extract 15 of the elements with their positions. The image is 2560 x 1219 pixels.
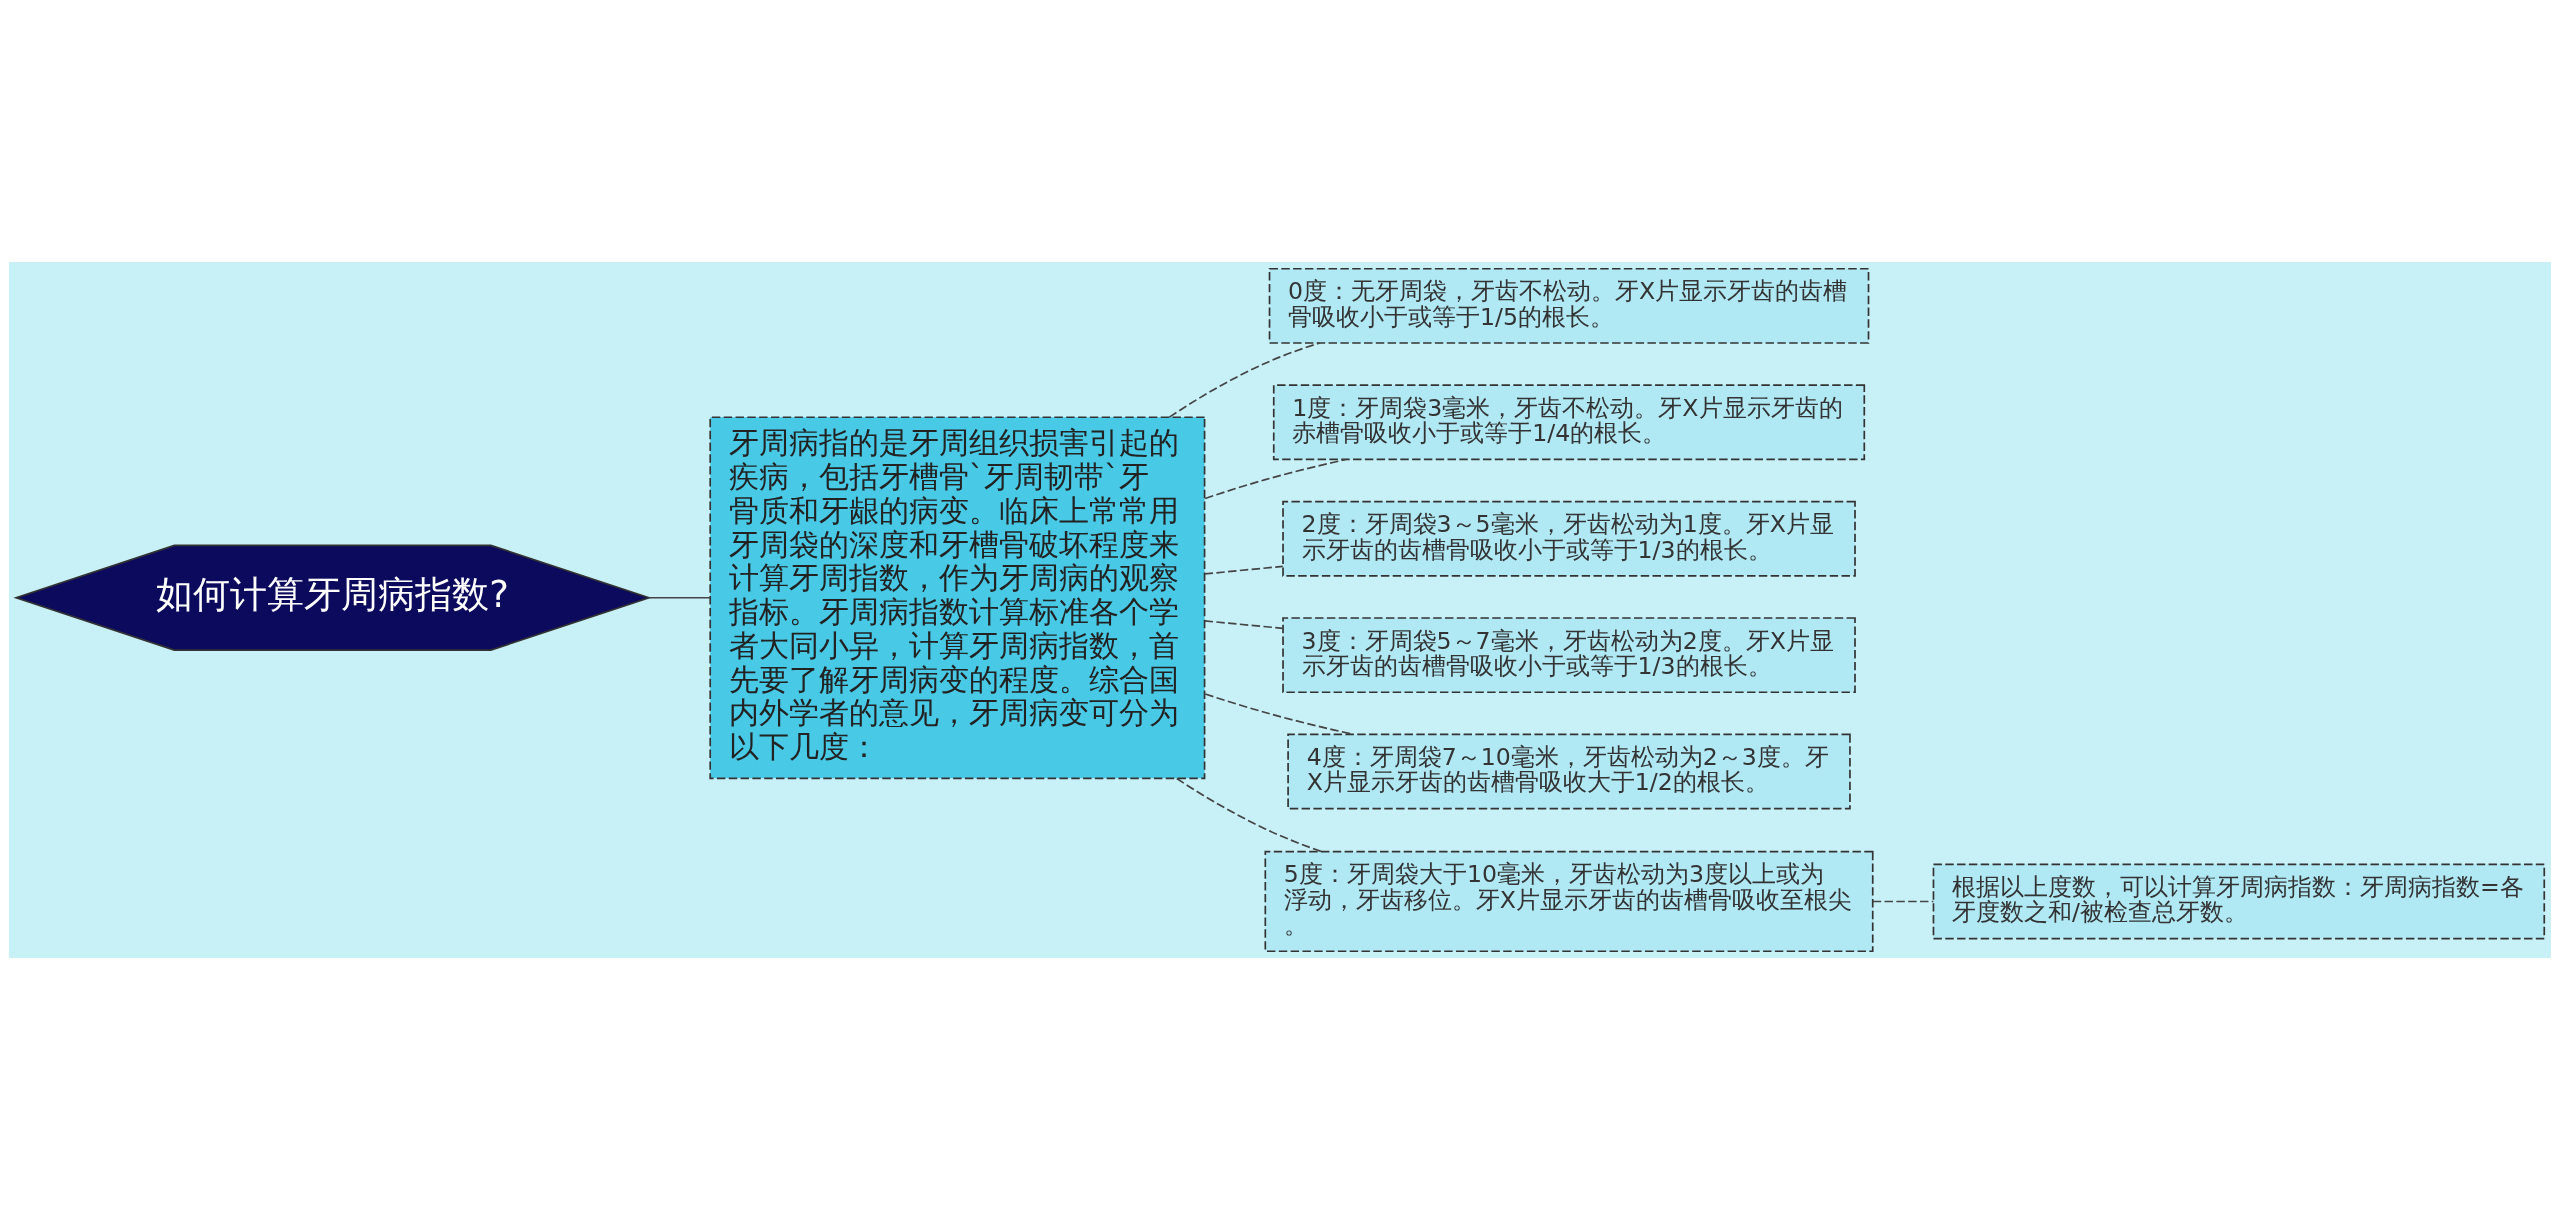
connector: [1203, 619, 1284, 629]
connector: [1168, 341, 1321, 418]
connector: [648, 596, 711, 599]
node-box: 0度：无牙周袋，牙齿不松动。牙X片显示牙齿的齿槽骨吸收小于或等于1/5的根长。: [1268, 267, 1870, 344]
node-box: 牙周病指的是牙周组织损害引起的疾病，包括牙槽骨`牙周韧带`牙骨质和牙龈的病变。临床上常常用牙周袋的深度和牙槽骨破坏程度来计算牙周指数，作为牙周病的观察指标。牙周病指数计算标准各个学者大同小异，计算牙周病指数，首先要了解牙周病变的程度。综合国内外学者的意见，牙周病变可分为以下几度：: [709, 415, 1206, 779]
connector: [1871, 900, 1935, 902]
connector: [1204, 458, 1347, 499]
node-box: 2度：牙周袋3～5毫米，牙齿松动为1度。牙X片显示牙齿的齿槽骨吸收小于或等于1/3的根长。: [1282, 500, 1856, 577]
connector: [1175, 777, 1323, 852]
node-box: 1度：牙周袋3毫米，牙齿不松动。牙X片显示牙齿的赤槽骨吸收小于或等于1/4的根长。: [1272, 383, 1866, 460]
node-box: 4度：牙周袋7～10毫米，牙齿松动为2～3度。牙X片显示牙齿的齿槽骨吸收大于1/2的根长。: [1287, 733, 1851, 810]
node-box: 根据以上度数，可以计算牙周病指数：牙周病指数=各牙度数之和/被检查总牙数。: [1932, 863, 2546, 939]
node-box: 5度：牙周袋大于10毫米，牙齿松动为3度以上或为浮动，牙齿移位。牙X片显示牙齿的齿槽骨吸收至根尖。: [1264, 850, 1874, 952]
node-box: 3度：牙周袋5～7毫米，牙齿松动为2度。牙X片显示牙齿的齿槽骨吸收小于或等于1/3的根长。: [1282, 616, 1856, 693]
connector: [1203, 565, 1284, 575]
